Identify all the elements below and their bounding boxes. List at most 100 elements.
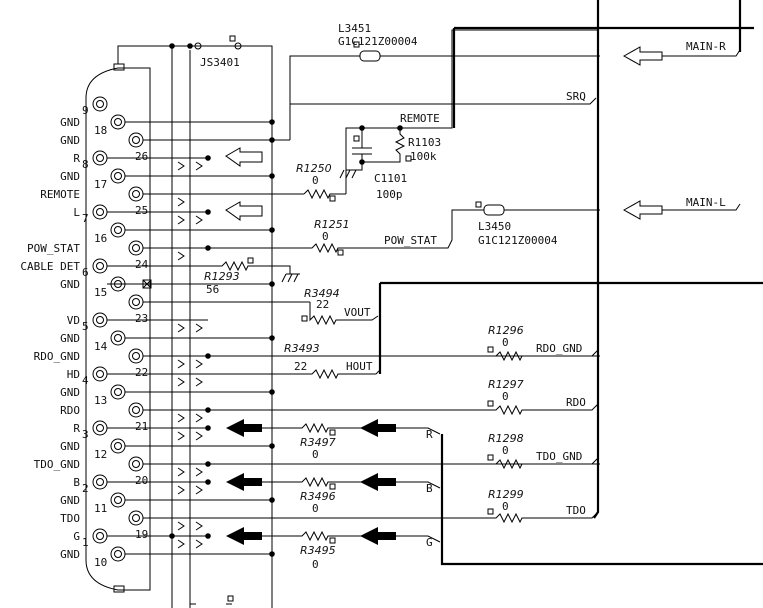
outer-pin-circles (92, 96, 108, 544)
tap-junctions (169, 155, 211, 539)
remote-net (345, 29, 598, 194)
pin-number: 20 (135, 474, 148, 487)
bus-line-b (593, 0, 600, 519)
pin-label: RDO_GND (34, 350, 80, 363)
g-net-label: G (426, 536, 433, 549)
main-l-wire (662, 203, 741, 211)
connector-left-labels: GND GND R GND REMOTE L POW_STAT CABLE DE… (20, 116, 80, 561)
pin-label: L (73, 206, 80, 219)
pin-label: REMOTE (40, 188, 80, 201)
r1103-ref: R1103 (408, 136, 441, 149)
r3495-val: 0 (312, 558, 319, 571)
pin-label: GND (60, 386, 80, 399)
pin-number: 12 (94, 448, 107, 461)
b-net-label: B (426, 482, 433, 495)
pin-label: GND (60, 134, 80, 147)
pin-number: 9 (82, 104, 89, 117)
r1296-ref: R1296 (488, 324, 524, 337)
r3494-ref: R3494 (304, 287, 340, 300)
connector-housing (85, 67, 151, 591)
pin-label: VD (67, 314, 80, 327)
pin-label: GND (60, 440, 80, 453)
inner-pin-numbers: 18 26 17 25 16 24 15 23 14 22 13 21 12 2… (94, 124, 149, 569)
pin-label: GND (60, 548, 80, 561)
r3497-ref: R3497 (300, 436, 336, 449)
r1299-ref: R1299 (488, 488, 524, 501)
r1299-val: 0 (502, 500, 509, 513)
pin-label: GND (60, 116, 80, 129)
resistor-r1299: R1299 0 (487, 488, 599, 524)
r1103-val: 100k (410, 150, 437, 163)
pin-number: 23 (135, 312, 148, 325)
r1298-val: 0 (502, 444, 509, 457)
pin-number: 8 (82, 158, 89, 171)
pin-number: 22 (135, 366, 148, 379)
resistor-r1251: R1251 0 (272, 209, 470, 256)
r1296-val: 0 (502, 336, 509, 349)
r1297-val: 0 (502, 390, 509, 403)
pin-label: GND (60, 170, 80, 183)
main-r-label: MAIN-R (686, 40, 726, 53)
pin-number: 1 (82, 536, 89, 549)
pin-number: 21 (135, 420, 148, 433)
pin-label: R (73, 422, 80, 435)
srq-label: SRQ (566, 90, 586, 103)
l3450-ref: L3450 (478, 220, 511, 233)
pin-label: GND (60, 332, 80, 345)
r1251-ref: R1251 (314, 218, 350, 231)
video-g-channel: R3495 0 G (226, 527, 441, 571)
pin-label: TDO (60, 512, 80, 525)
pin-number: 18 (94, 124, 107, 137)
pin-number: 19 (135, 528, 148, 541)
pin-label: B (73, 476, 80, 489)
pin-number: 3 (82, 428, 89, 441)
js3401-label: JS3401 (200, 56, 240, 69)
pin-label: TDO_GND (34, 458, 80, 471)
l3451-val: G1C121Z00004 (338, 35, 418, 48)
pin-number: 6 (82, 266, 89, 279)
r1251-val: 0 (322, 230, 329, 243)
r3493-ref: R3493 (284, 342, 320, 355)
bus-line-a (452, 26, 754, 128)
hollow-arrow-l (225, 201, 263, 221)
r1293-val: 56 (206, 283, 219, 296)
connector-bottom-tab (113, 585, 125, 593)
resistor-r1298: R1298 0 (487, 432, 599, 470)
resistor-r3494: R3494 22 (301, 287, 379, 326)
pin-label: CABLE DET (20, 260, 80, 273)
r1250-val: 0 (312, 174, 319, 187)
r1298-ref: R1298 (488, 432, 524, 445)
ferrite-l3450: L3450 G1C121Z00004 (470, 201, 600, 247)
bus-line-d (440, 434, 763, 566)
pin-number: 10 (94, 556, 107, 569)
connector-top-tab (113, 63, 125, 71)
vout-bus (378, 281, 763, 374)
jumper-js3401: JS3401 (169, 35, 273, 69)
r3493-val: 22 (294, 360, 307, 373)
resistor-r1293: R1293 56 (107, 257, 300, 296)
pin-number: 17 (94, 178, 107, 191)
ferrite-l3451: L3451 G1C121Z00004 (272, 22, 600, 141)
pin-label: RDO (60, 404, 80, 417)
pin-label: POW_STAT (27, 242, 80, 255)
rc-network: R1103 100k C1101 100p (339, 125, 441, 201)
pin-number: 24 (135, 258, 149, 271)
pin-label: G (73, 530, 80, 543)
pin-label: HD (67, 368, 80, 381)
pin-number: 13 (94, 394, 107, 407)
hollow-arrow-main-r (622, 46, 663, 66)
ground-connections (107, 119, 275, 557)
r3496-ref: R3496 (300, 490, 336, 503)
video-b-channel: R3496 0 B (226, 473, 441, 515)
r-net-label: R (426, 428, 433, 441)
c1101-val: 100p (376, 188, 403, 201)
r1297-ref: R1297 (488, 378, 524, 391)
resistor-r1250: R1250 0 (296, 162, 346, 202)
r1250-ref: R1250 (296, 162, 332, 175)
pin-label: R (73, 152, 80, 165)
pin-arrow-taps (107, 157, 600, 549)
rdo-gnd-net-label: RDO_GND (536, 342, 582, 355)
r1296-right-wire (522, 349, 599, 357)
r3494-val: 22 (316, 298, 329, 311)
